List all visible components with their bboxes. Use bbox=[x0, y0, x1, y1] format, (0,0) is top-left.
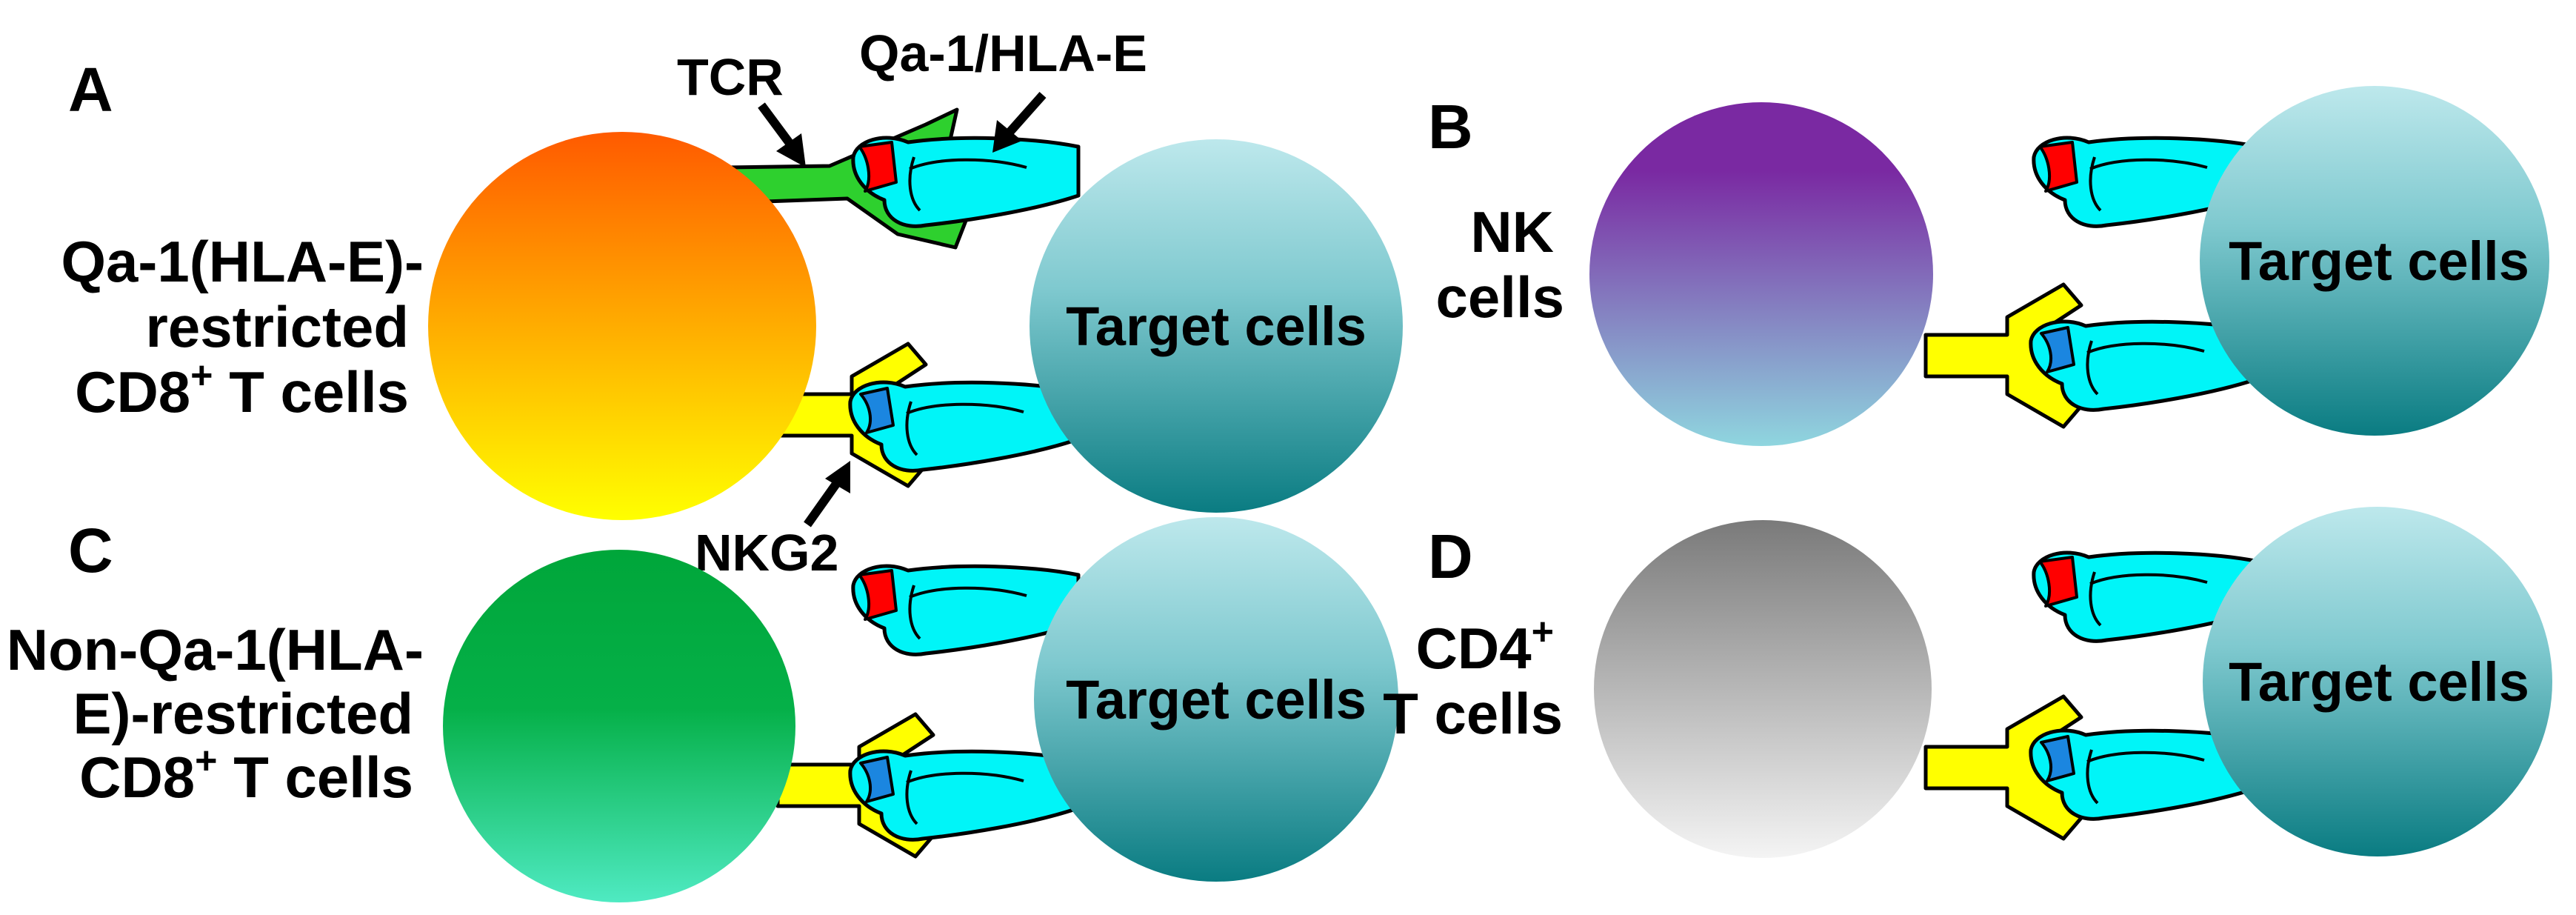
panel-a-cell-label-line2: restricted bbox=[146, 294, 410, 359]
cd4-t-cell bbox=[1594, 520, 1932, 858]
panel-d-target-cell bbox=[2203, 507, 2552, 856]
panel-a-target-cell bbox=[1030, 139, 1403, 513]
panel-d-cell-label-line2: T cells bbox=[1383, 681, 1563, 746]
nk-cell bbox=[1589, 102, 1933, 446]
panel-a: A Qa-1(HLA-E)- restricted CD8+ T cells T… bbox=[61, 24, 1403, 582]
panel-c-cell-label-line2: E)-restricted bbox=[73, 681, 413, 746]
panel-a-cell-label-line1: Qa-1(HLA-E)- bbox=[61, 229, 424, 294]
panel-letter-b: B bbox=[1428, 92, 1473, 162]
panel-c-target-label: Target cells bbox=[1066, 669, 1367, 731]
panel-c-cell-label-line3: CD8+ T cells bbox=[79, 739, 413, 810]
panel-b-target-cell bbox=[2200, 86, 2549, 436]
qa1-hla-e-molecule-bottom bbox=[850, 382, 1075, 470]
panel-letter-d: D bbox=[1428, 522, 1473, 591]
panel-b-cell-label-line1: NK bbox=[1470, 199, 1554, 264]
panel-b-cell-label-line2: cells bbox=[1436, 264, 1564, 330]
nkg2-arrow-icon bbox=[804, 476, 844, 528]
panel-a-target-label: Target cells bbox=[1066, 296, 1367, 357]
nkg2-label: NKG2 bbox=[695, 524, 838, 582]
panel-a-cell-label-line3: CD8+ T cells bbox=[75, 354, 409, 425]
tcr-label: TCR bbox=[677, 48, 784, 106]
panel-b-target-label: Target cells bbox=[2229, 230, 2529, 292]
qa1-hla-e-label: Qa-1/HLA-E bbox=[859, 24, 1147, 82]
panel-c-cell-label-line1: Non-Qa-1(HLA- bbox=[7, 617, 424, 682]
non-qa1-restricted-cd8-t-cell bbox=[443, 550, 795, 902]
qa1-hla-e-molecule-top bbox=[853, 138, 1078, 226]
panel-letter-c: C bbox=[68, 516, 113, 585]
tcr-arrowhead-icon bbox=[776, 133, 806, 167]
nkg2-arrowhead-icon bbox=[825, 461, 850, 493]
panel-d-cell-label-line1: CD4+ bbox=[1416, 610, 1554, 681]
panel-b: B NK cells Target cells bbox=[1428, 86, 2549, 446]
qa1-arrow-icon bbox=[1004, 92, 1047, 138]
panel-c-mhc-bottom bbox=[850, 751, 1075, 839]
panel-c-target-cell bbox=[1034, 517, 1398, 882]
panel-letter-a: A bbox=[68, 55, 113, 124]
panel-c: C Non-Qa-1(HLA- E)-restricted CD8+ T cel… bbox=[7, 516, 1398, 902]
qa1-arrowhead-icon bbox=[992, 120, 1022, 153]
qa1-restricted-cd8-t-cell bbox=[428, 132, 816, 520]
panel-d-target-label: Target cells bbox=[2229, 651, 2529, 713]
panel-d: D CD4+ T cells Target cells bbox=[1383, 507, 2552, 858]
